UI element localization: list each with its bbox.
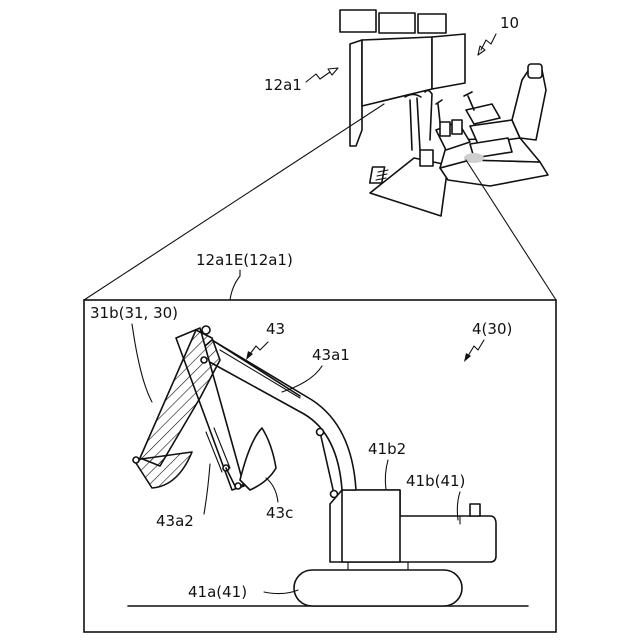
pedal-right	[420, 150, 433, 166]
label-lower-body: 41a(41)	[188, 583, 247, 601]
main-monitor	[362, 37, 432, 106]
projection-line-left	[84, 104, 384, 300]
leader-simulator	[481, 34, 496, 50]
leader-monitor	[306, 72, 330, 82]
label-work-device: 43	[266, 320, 285, 338]
label-monitor: 12a1	[264, 76, 302, 94]
upper-monitor-left	[340, 10, 376, 32]
label-boom: 43a1	[312, 346, 350, 364]
label-simulator: 10	[500, 14, 519, 32]
label-hatched-arm: 31b(31, 30)	[90, 304, 178, 322]
label-screen: 12a1E(12a1)	[196, 251, 293, 269]
exhaust-pipe	[470, 504, 480, 516]
cab	[342, 490, 400, 562]
upper-monitor-mid	[379, 13, 415, 33]
label-bucket: 43c	[266, 504, 293, 522]
label-upper-body: 41b(41)	[406, 472, 465, 490]
leader-machine	[468, 340, 484, 356]
leader-lower-body	[264, 590, 298, 594]
right-console	[466, 104, 500, 124]
upper-monitor-right	[418, 14, 446, 33]
side-monitor	[350, 40, 362, 146]
label-arm: 43a2	[156, 512, 194, 530]
leader-cab	[385, 460, 388, 490]
bucket	[240, 428, 276, 490]
right-monitor	[432, 34, 465, 89]
crawler-track	[294, 570, 462, 606]
label-machine: 4(30)	[472, 320, 512, 338]
excavator	[128, 326, 528, 606]
leader-bucket	[266, 478, 278, 502]
label-cab: 41b2	[368, 440, 406, 458]
leader-work-device	[250, 342, 268, 354]
leader-hatched-arm	[132, 324, 152, 402]
leader-arm	[204, 464, 210, 514]
